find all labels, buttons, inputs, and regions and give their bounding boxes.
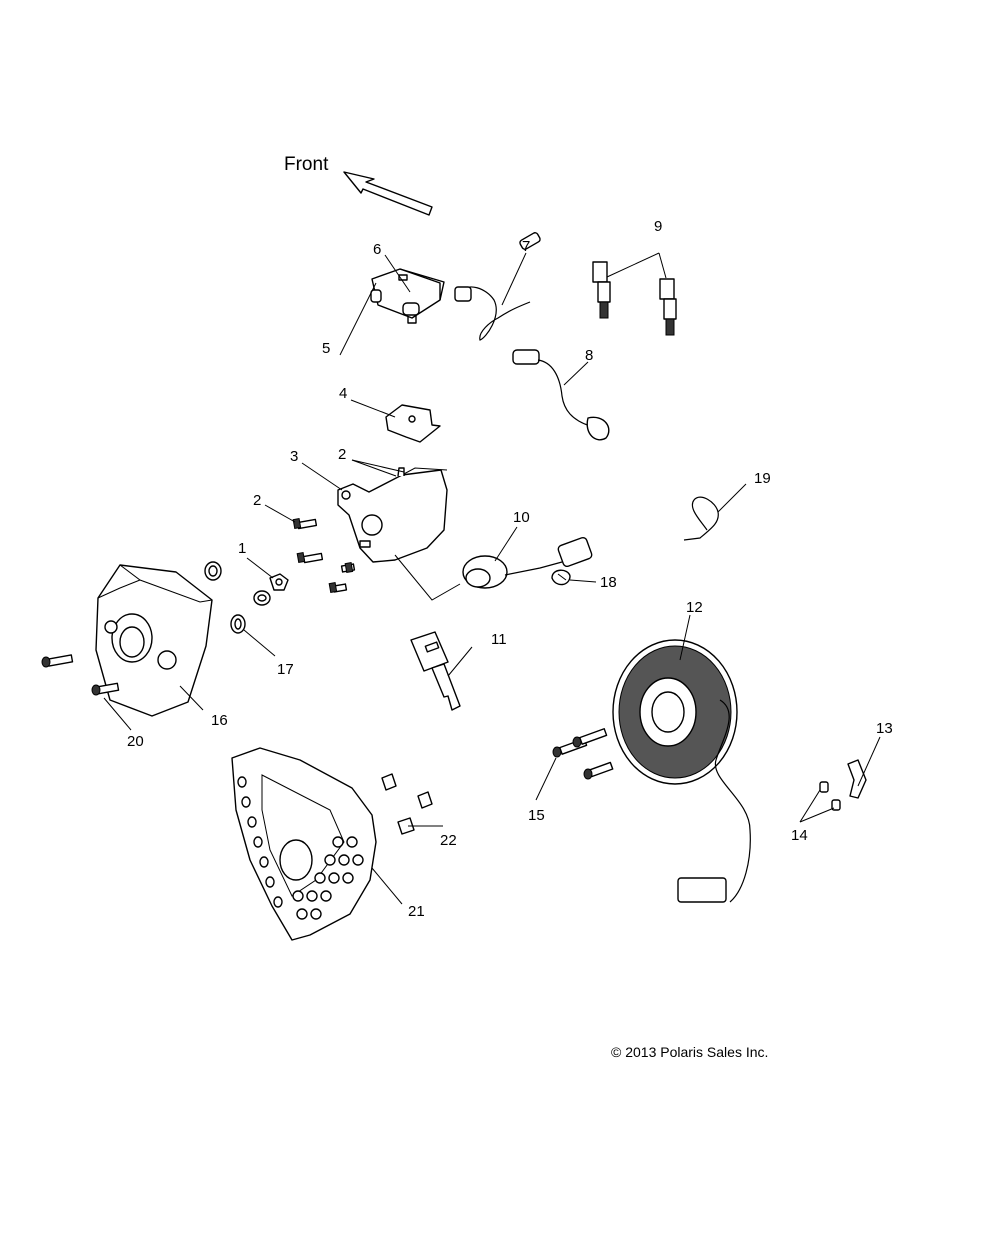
part-8-plug-wire <box>512 349 610 441</box>
callout-12: 12 <box>686 599 703 616</box>
part-15-bolts <box>552 728 614 780</box>
part-2-bolts <box>292 517 356 594</box>
callouts: 1 2 2 3 4 5 6 7 8 9 10 11 12 13 14 15 16… <box>127 218 893 920</box>
callout-17: 17 <box>277 661 294 678</box>
callout-5: 5 <box>322 340 330 357</box>
part-19-cable-tie <box>683 496 719 541</box>
callout-8: 8 <box>585 347 593 364</box>
callout-11: 11 <box>491 631 507 648</box>
part-1-nut <box>269 573 289 591</box>
part-12-stator <box>612 639 751 903</box>
part-22-clips <box>381 773 433 835</box>
part-3-mount-plate <box>337 467 448 563</box>
part-13-clamp <box>847 759 867 799</box>
callout-9: 9 <box>654 218 662 235</box>
part-7-coil-lead <box>454 232 541 341</box>
part-14-screws <box>819 781 841 811</box>
copyright-notice: © 2013 Polaris Sales Inc. <box>611 1044 768 1060</box>
callout-14: 14 <box>791 827 808 844</box>
part-18-clip <box>551 569 571 586</box>
callout-19: 19 <box>754 470 771 487</box>
callout-18: 18 <box>600 574 617 591</box>
part-16-cover <box>95 564 213 717</box>
callout-13: 13 <box>876 720 893 737</box>
part-17-grommets <box>204 561 271 634</box>
part-20-bolts <box>41 654 120 696</box>
callout-2: 2 <box>338 446 346 463</box>
callout-1: 1 <box>238 540 246 557</box>
leader-lines <box>103 252 881 905</box>
callout-7: 7 <box>522 238 530 255</box>
part-5-module <box>370 268 445 319</box>
callout-6: 6 <box>373 241 381 258</box>
callout-3: 3 <box>290 448 298 465</box>
front-arrow-icon <box>343 171 433 216</box>
callout-16: 16 <box>211 712 228 729</box>
callout-20: 20 <box>127 733 144 750</box>
shield-vent-holes <box>237 776 364 920</box>
part-9-spark-plugs <box>592 261 677 336</box>
callout-15: 15 <box>528 807 545 824</box>
part-21-front-shield <box>231 747 377 941</box>
callout-21: 21 <box>408 903 425 920</box>
part-10-ignition-switch <box>462 536 593 589</box>
callout-2: 2 <box>253 492 261 509</box>
callout-10: 10 <box>513 509 530 526</box>
callout-4: 4 <box>339 385 347 402</box>
front-label: Front <box>284 154 329 175</box>
callout-22: 22 <box>440 832 457 849</box>
part-11-key <box>410 631 461 711</box>
part-4-bracket <box>385 404 441 443</box>
